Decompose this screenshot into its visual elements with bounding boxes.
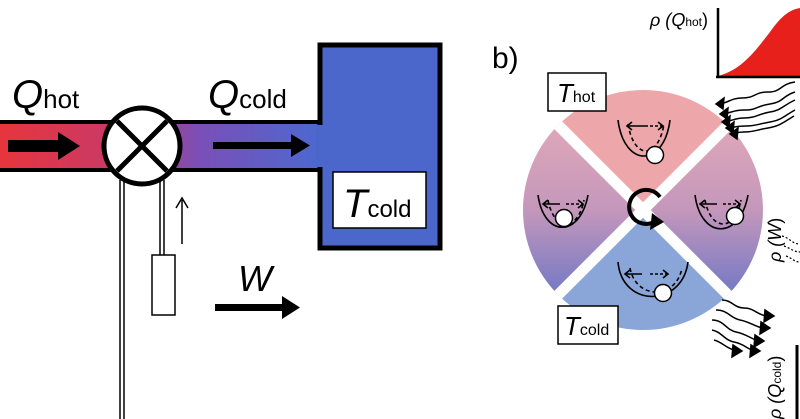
q-cold-arrow: [213, 134, 310, 157]
panel-a: Qhot Qcold W Tcold: [0, 42, 443, 419]
q-hot-distribution: ρ (Qhot): [649, 8, 800, 79]
q-cold-label: Qcold: [208, 73, 287, 117]
lift-arrow: [175, 196, 189, 244]
work-arrow: [215, 296, 300, 319]
rho-w-label: ρ (W): [765, 218, 785, 263]
engine-symbol: [101, 105, 183, 187]
svg-text:Tcold: Tcold: [343, 182, 411, 226]
cycle-rotation-arrow: [627, 187, 664, 230]
panel-b-label: b): [492, 42, 519, 75]
q-hot-arrow: [8, 132, 80, 160]
q-cold-distribution: ρ (Qcold): [765, 345, 799, 419]
svg-text:Thot: Thot: [557, 78, 596, 108]
t-cold-box: Tcold: [332, 171, 427, 229]
rho-q-cold-label: ρ (Qcold): [765, 356, 785, 419]
weight-block: [151, 254, 176, 316]
t-cold-sector-box: Tcold: [557, 305, 619, 345]
t-hot-box: Thot: [547, 72, 607, 112]
svg-text:Tcold: Tcold: [564, 311, 609, 341]
rho-q-hot-label: ρ (Qhot): [649, 10, 708, 30]
work-label: W: [238, 258, 275, 299]
hot-inflow-wavy-arrows: [714, 81, 796, 141]
potential-wells: [537, 119, 749, 303]
panel-b: b): [492, 8, 800, 419]
work-outflow-wavy-arrows: [781, 235, 800, 263]
cold-outflow-wavy-arrows: [711, 299, 776, 359]
q-hot-label: Qhot: [12, 73, 80, 117]
